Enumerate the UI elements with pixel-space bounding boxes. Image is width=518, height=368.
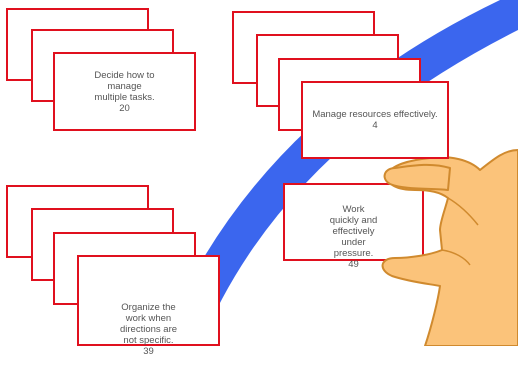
card-work-quickly[interactable]: Work quickly and effectively under press… [283,183,424,270]
card-label: Work quickly and effectively under press… [285,193,422,281]
card-number: 20 [119,102,130,114]
thumb-overlay [383,163,451,191]
card-number: 49 [348,259,359,270]
card-number: 39 [143,346,154,357]
card-text: Work quickly and effectively under press… [329,204,378,259]
card-organize-work[interactable]: Organize the work when directions are no… [77,255,220,357]
card-text: Organize the work when directions are no… [119,302,178,346]
card-label: Manage resources effectively. 4 [303,98,447,142]
card-text: Manage resources effectively. [312,109,438,120]
card-decide-tasks[interactable]: Decide how to manage multiple tasks. 20 [53,52,196,131]
thumb-icon [383,163,451,191]
card-number: 4 [372,120,378,131]
card-text: Decide how to manage multiple tasks. [94,69,155,103]
card-label: Decide how to manage multiple tasks. 20 [55,59,194,125]
card-manage-resources[interactable]: Manage resources effectively. 4 [301,81,449,159]
